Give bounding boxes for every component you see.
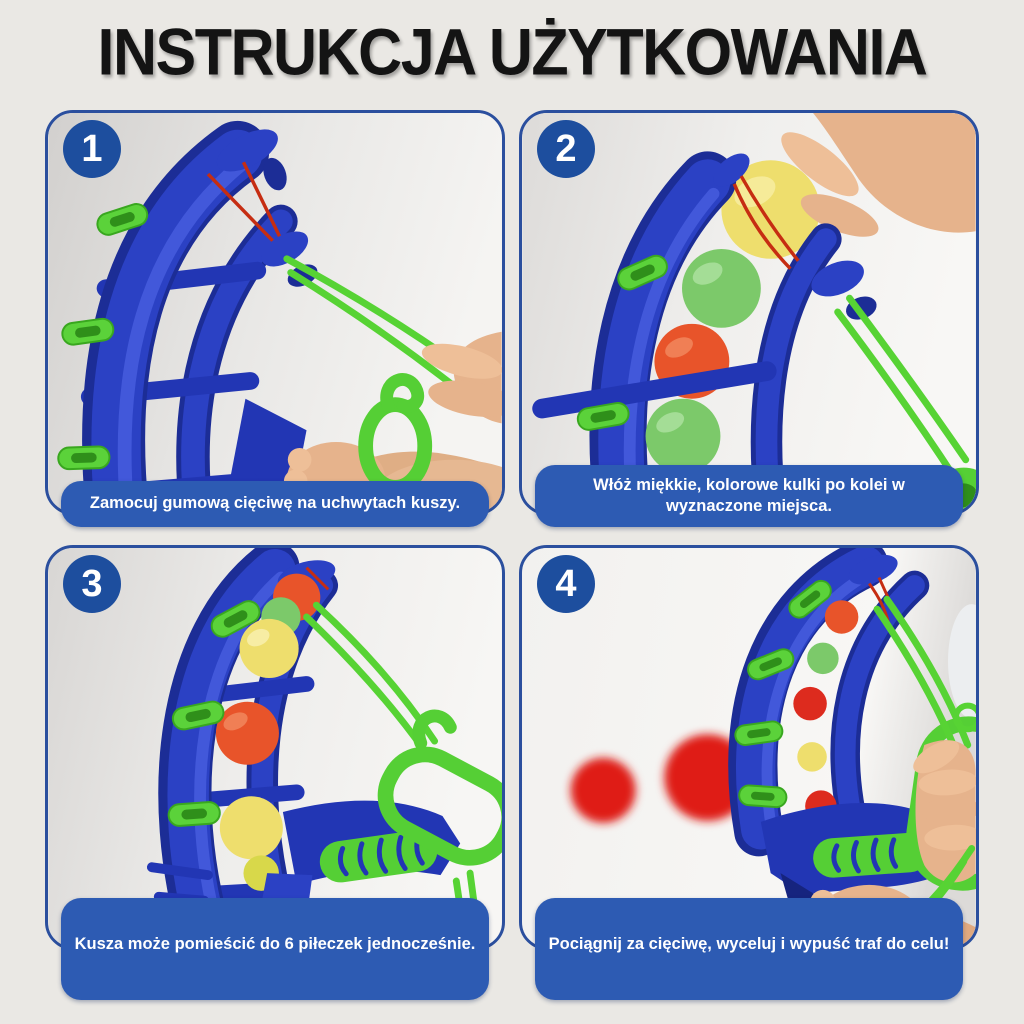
- step-1-illustration: [48, 113, 502, 512]
- step-3-photo-frame: [45, 545, 505, 950]
- step-3-illustration: [48, 548, 502, 947]
- step-1-caption: Zamocuj gumową cięciwę na uchwytach kusz…: [61, 481, 489, 527]
- page-title: INSTRUKCJA UŻYTKOWANIA: [97, 15, 928, 89]
- rubber-string-upper: [873, 595, 976, 755]
- step-4-photo-frame: [519, 545, 979, 950]
- green-clip: [737, 783, 789, 809]
- step-1-panel: 1 Zamocuj gumową cięciwę na uchwytach ku…: [45, 110, 505, 527]
- crossbow-inner-rail: [176, 204, 298, 512]
- step-4-number-badge: 4: [537, 555, 595, 613]
- pinching-hand: [421, 331, 502, 424]
- step-4-caption: Pociągnij za cięciwę, wyceluj i wypuść t…: [535, 898, 963, 1000]
- rubber-string: [834, 294, 970, 483]
- step-3-panel: 3 Kusza może pomieścić do 6 piłeczek jed…: [45, 545, 505, 1000]
- green-clip: [56, 445, 111, 471]
- green-ridged-grip: [813, 832, 930, 878]
- step-4-illustration: [522, 548, 976, 947]
- red-string: [305, 566, 330, 591]
- crossbow-outer-limb: [82, 120, 287, 512]
- track-outer-arc: [589, 151, 750, 512]
- step-4-panel: 4 Pociągnij za cięciwę, wyceluj i wypuść…: [519, 545, 979, 1000]
- placing-hand: [781, 113, 976, 237]
- step-2-panel: 2 Włóż miękkie, kolorowe kulki po kolei …: [519, 110, 979, 527]
- loaded-foam-balls: [215, 573, 321, 891]
- red-string: [732, 175, 800, 270]
- sleeve: [948, 604, 976, 719]
- step-3-number-badge: 3: [63, 555, 121, 613]
- step-1-number-badge: 1: [63, 120, 121, 178]
- red-string: [206, 161, 283, 243]
- step-2-photo-frame: [519, 110, 979, 515]
- track-ledge: [532, 361, 777, 419]
- step-2-caption: Włóż miękkie, kolorowe kulki po kolei w …: [535, 464, 963, 527]
- green-clip: [166, 800, 222, 828]
- step-2-illustration: [522, 113, 976, 512]
- green-ridged-handle: [319, 830, 438, 883]
- step-3-caption: Kusza może pomieścić do 6 piłeczek jedno…: [61, 898, 489, 1000]
- right-hand-gripping-ring: [913, 740, 976, 883]
- step-2-number-badge: 2: [537, 120, 595, 178]
- step-1-photo-frame: [45, 110, 505, 515]
- green-ring-handle: [377, 709, 502, 866]
